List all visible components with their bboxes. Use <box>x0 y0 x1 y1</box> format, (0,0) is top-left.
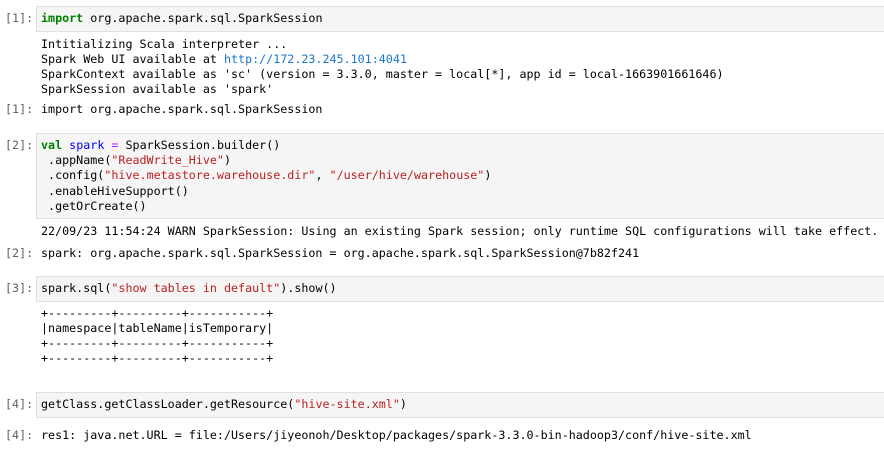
table-header: |namespace|tableName|isTemporary| <box>41 321 274 335</box>
cell-1-stdout: Intitializing Scala interpreter ...Spark… <box>41 37 724 97</box>
cell-2-in-prompt: [2]: <box>5 138 34 152</box>
cell-2-stderr: 22/09/23 11:54:24 WARN SparkSession: Usi… <box>41 224 879 238</box>
table-border: +---------+---------+-----------+ <box>41 306 274 320</box>
cell-3-code-input[interactable] <box>36 276 884 302</box>
string: "show tables in default" <box>111 281 281 295</box>
code-line: .enableHiveSupport() <box>41 183 189 198</box>
string: "ReadWrite_Hive" <box>111 153 224 168</box>
cell-2-code: val spark = SparkSession.builder() .appN… <box>41 138 491 214</box>
code-text: ) <box>223 153 232 168</box>
cell-1-in-prompt: [1]: <box>5 11 34 25</box>
cell-3-in-prompt: [3]: <box>5 281 34 295</box>
string: "hive.metastore.warehouse.dir" <box>104 168 316 183</box>
cell-4-in-prompt: [4]: <box>5 397 34 411</box>
code-text: spark.sql( <box>41 281 112 295</box>
cell-1-result: import org.apache.spark.sql.SparkSession <box>41 102 323 116</box>
code-text: ).show() <box>280 281 337 295</box>
keyword: val <box>41 138 63 152</box>
stdout-line: SparkSession available as 'spark' <box>41 82 274 96</box>
stdout-text: Spark Web UI available at <box>41 52 224 66</box>
table-border: +---------+---------+-----------+ <box>41 336 274 350</box>
code-text: ) <box>399 397 407 411</box>
variable: spark <box>69 138 105 152</box>
cell-2-result: spark: org.apache.spark.sql.SparkSession… <box>41 246 640 260</box>
stdout-line: SparkContext available as 'sc' (version … <box>41 67 724 81</box>
cell-4-code: getClass.getClassLoader.getResource("hiv… <box>41 397 407 412</box>
cell-4-out-prompt: [4]: <box>5 428 34 442</box>
keyword: import <box>41 11 84 25</box>
stdout-line: Spark Web UI available at http://172.23.… <box>41 52 724 67</box>
cell-3-table-output: +---------+---------+-----------+|namesp… <box>41 306 273 366</box>
code-text: SparkSession.builder() <box>118 138 281 152</box>
operator: = <box>111 138 119 152</box>
cell-1-code-input[interactable] <box>36 6 884 32</box>
cell-1-code: import org.apache.spark.sql.SparkSession <box>41 11 322 26</box>
code-text: .appName( <box>41 153 112 168</box>
code-text: org.apache.spark.sql.SparkSession <box>83 11 323 25</box>
stdout-line: Intitializing Scala interpreter ... <box>41 37 288 51</box>
cell-4-result: res1: java.net.URL = file:/Users/jiyeono… <box>41 428 752 442</box>
code-text: .config( <box>41 168 105 183</box>
cell-2-out-prompt: [2]: <box>5 246 34 260</box>
string: "hive-site.xml" <box>294 397 400 411</box>
spark-web-ui-link[interactable]: http://172.23.245.101:4041 <box>223 52 407 66</box>
cell-3-code: spark.sql("show tables in default").show… <box>41 281 337 296</box>
code-text: ) <box>484 168 492 183</box>
cell-2-code-input[interactable] <box>36 133 884 219</box>
code-text: , <box>315 168 330 183</box>
cell-1-out-prompt: [1]: <box>5 102 34 116</box>
cell-4-code-input[interactable] <box>36 392 884 418</box>
code-line: .getOrCreate() <box>41 198 147 213</box>
table-border: +---------+---------+-----------+ <box>41 351 274 365</box>
code-text: getClass.getClassLoader.getResource( <box>41 397 295 411</box>
string: "/user/hive/warehouse" <box>329 168 485 183</box>
